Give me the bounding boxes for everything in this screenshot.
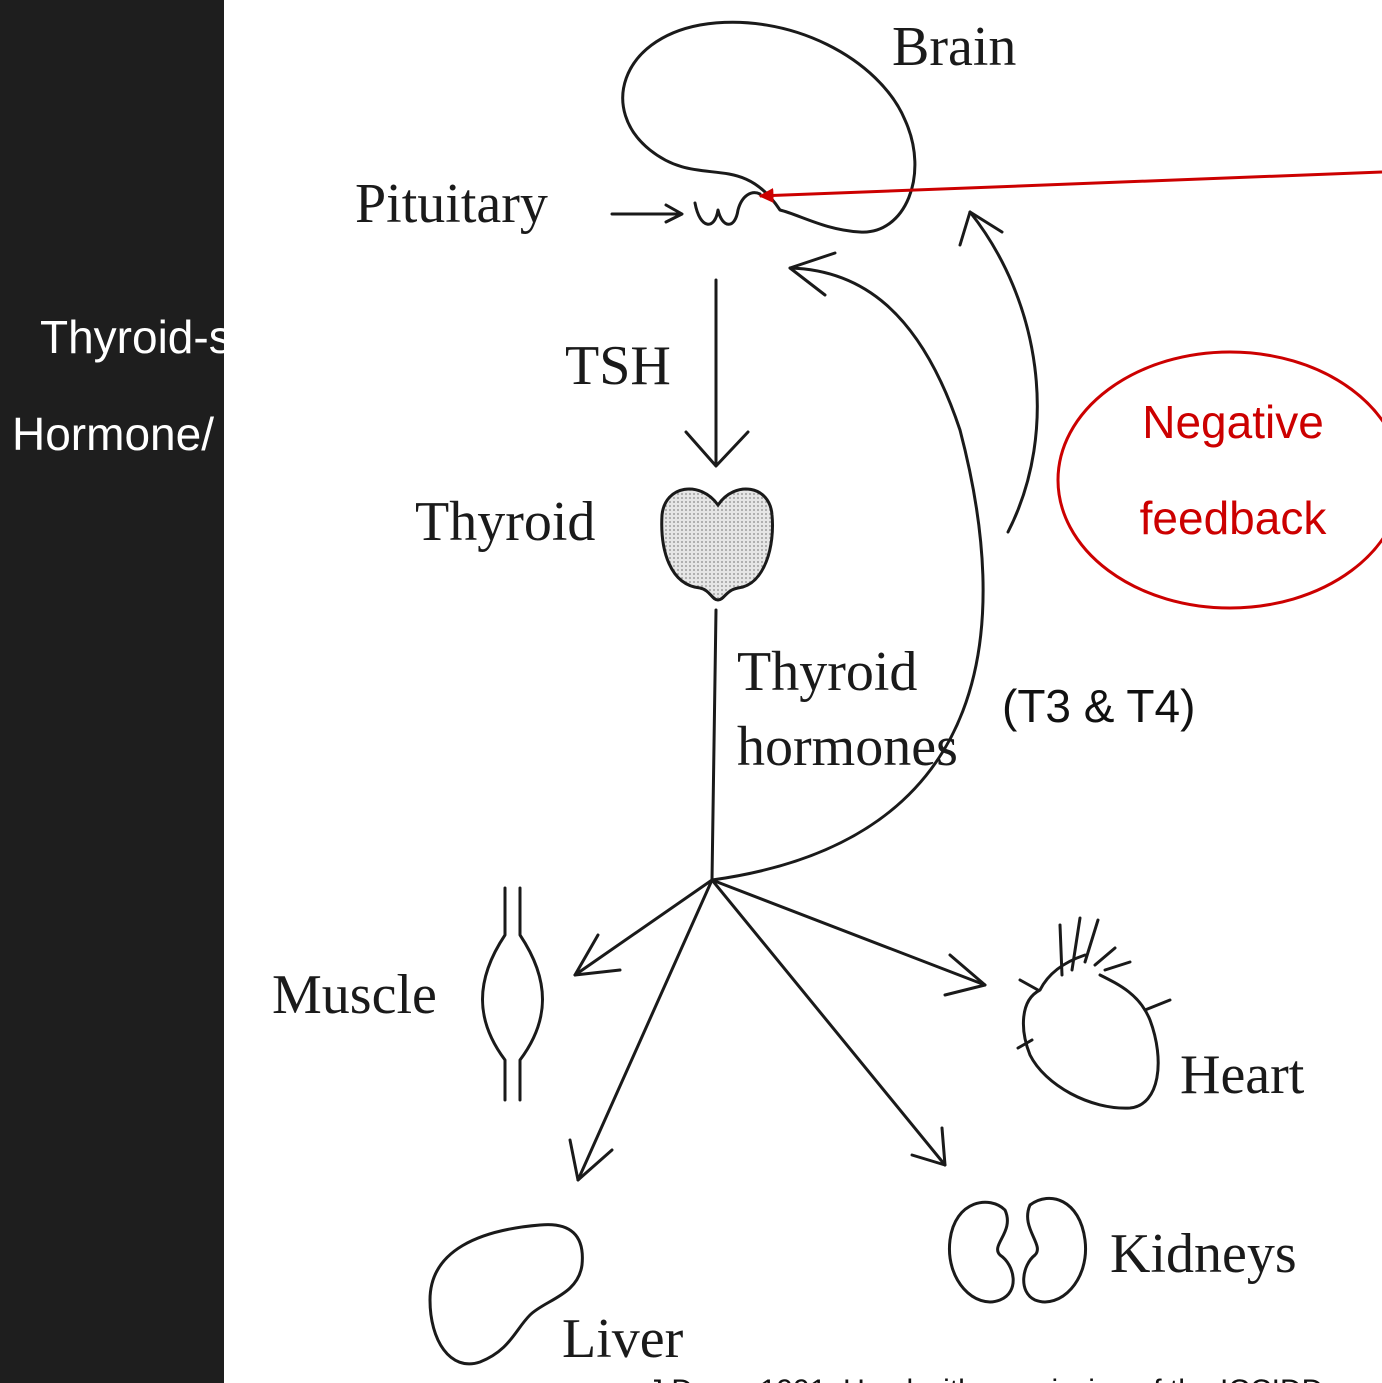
- label-thyroid: Thyroid: [415, 491, 595, 553]
- thyroid-gland-shape: [662, 489, 773, 600]
- pituitary-shape: [695, 193, 760, 225]
- label-thyroid-hormones-line2: hormones: [737, 716, 958, 778]
- label-liver: Liver: [562, 1308, 684, 1370]
- brain-shape: [623, 22, 915, 232]
- red-feedback-pointer: [760, 172, 1382, 196]
- thyroid-hormones-line: [712, 610, 716, 880]
- label-heart: Heart: [1180, 1044, 1305, 1106]
- arrow-to-kidneys: [712, 880, 945, 1165]
- label-tsh: TSH: [565, 335, 671, 397]
- label-t3-t4: (T3 & T4): [1002, 680, 1195, 732]
- heart-shape: [1023, 955, 1158, 1108]
- label-muscle: Muscle: [272, 964, 437, 1026]
- label-thyroid-hormones-line1: Thyroid: [737, 641, 917, 703]
- feedback-arc-outer: [970, 212, 1037, 532]
- arrow-to-liver-head: [570, 1140, 612, 1180]
- label-brain: Brain: [892, 16, 1016, 78]
- label-pituitary: Pituitary: [355, 173, 548, 235]
- negative-feedback-line2: feedback: [1140, 492, 1328, 544]
- tsh-full-name-line2-left: Hormone/ Thyrotropin: [12, 408, 459, 460]
- arrow-to-heart-head: [945, 955, 985, 995]
- negative-feedback-circle: [1058, 352, 1382, 608]
- negative-feedback-line1: Negative: [1142, 396, 1324, 448]
- label-kidneys: Kidneys: [1110, 1223, 1297, 1285]
- muscle-shape: [483, 888, 543, 1100]
- liver-shape: [430, 1225, 582, 1364]
- arrow-to-heart: [712, 880, 985, 985]
- kidney-left-shape: [949, 1202, 1013, 1302]
- heart-vessels: [1018, 918, 1170, 1048]
- kidney-right-shape: [1024, 1198, 1086, 1302]
- tsh-full-name-line1-left: Thyroid-stimulating: [40, 311, 429, 363]
- citation: J.Dunn, 1991; Used with permission of th…: [648, 1374, 1323, 1383]
